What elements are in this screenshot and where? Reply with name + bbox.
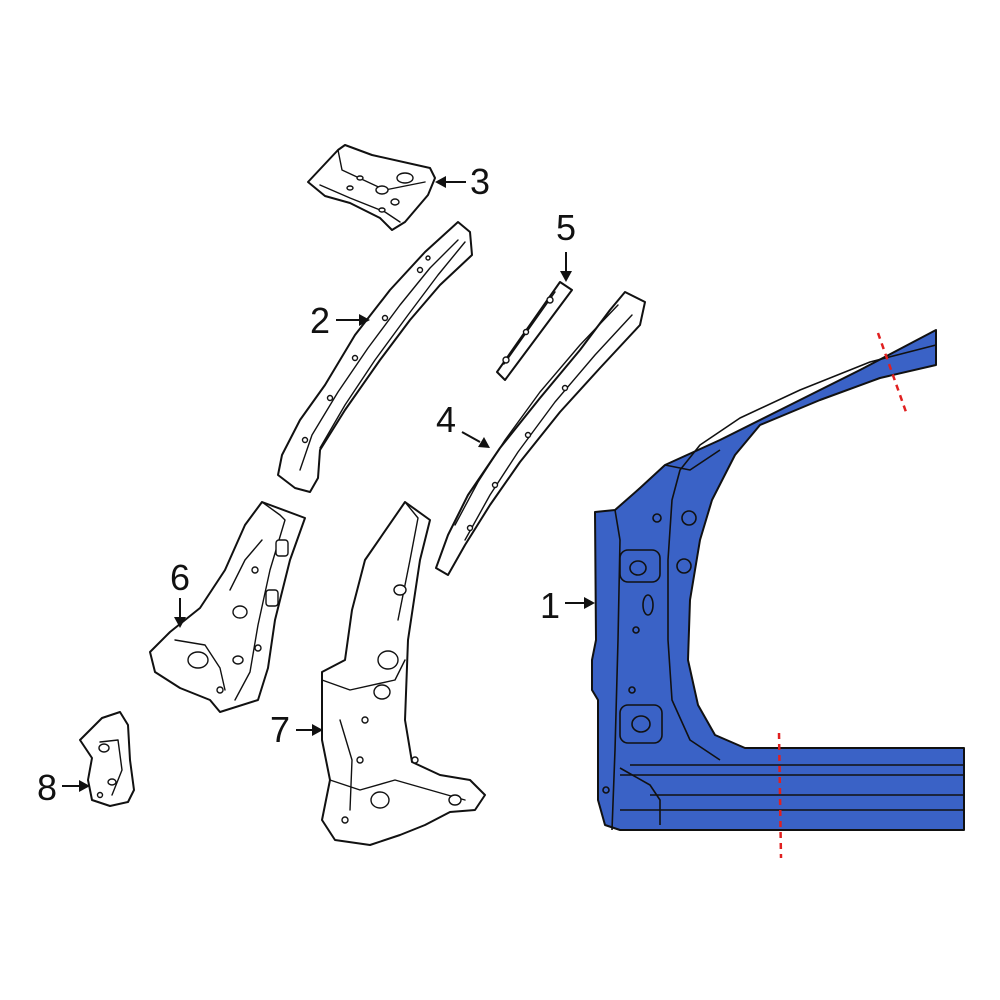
callout-7: 7 bbox=[270, 709, 323, 750]
callout-6-label: 6 bbox=[170, 557, 190, 598]
callout-4-label: 4 bbox=[436, 399, 456, 440]
callout-6: 6 bbox=[170, 557, 190, 628]
callout-8: 8 bbox=[37, 767, 90, 808]
callout-2: 2 bbox=[310, 300, 370, 341]
cut-line-rocker bbox=[777, 732, 783, 859]
part-2-pillar-reinforcement[interactable] bbox=[277, 221, 473, 493]
callout-5-label: 5 bbox=[556, 207, 576, 248]
part-6-inner-panel[interactable] bbox=[149, 501, 306, 713]
callout-4: 4 bbox=[436, 399, 490, 448]
part-8-bracket[interactable] bbox=[79, 711, 135, 807]
callout-2-label: 2 bbox=[310, 300, 330, 341]
callout-8-label: 8 bbox=[37, 767, 57, 808]
part-7-lower-pillar[interactable] bbox=[321, 501, 486, 846]
callout-3-label: 3 bbox=[470, 161, 490, 202]
callout-1: 1 bbox=[540, 585, 595, 626]
part-3-bracket[interactable] bbox=[307, 144, 436, 231]
part-4-rail[interactable] bbox=[435, 291, 646, 576]
callout-5: 5 bbox=[556, 207, 576, 282]
callout-7-label: 7 bbox=[270, 709, 290, 750]
part-1-body-side-panel[interactable] bbox=[591, 329, 965, 831]
callout-1-label: 1 bbox=[540, 585, 560, 626]
callout-3: 3 bbox=[435, 161, 490, 202]
part-5-strip[interactable] bbox=[496, 281, 573, 381]
cut-line-roof bbox=[876, 332, 908, 413]
